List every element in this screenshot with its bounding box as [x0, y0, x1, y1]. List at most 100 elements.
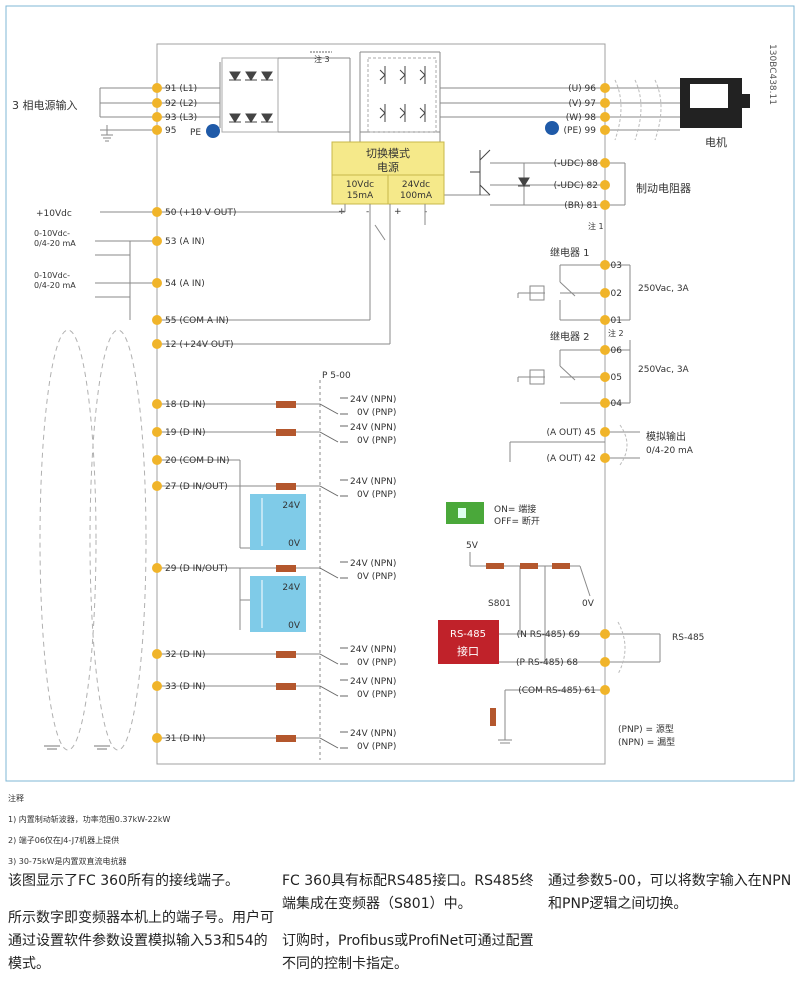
right-terminal-label: 05	[611, 373, 622, 383]
right-terminal-dot	[600, 158, 610, 168]
right-terminal-dot	[600, 427, 610, 437]
right-terminal-dot	[600, 453, 610, 463]
din-switch	[319, 685, 339, 697]
left-terminal-dot	[152, 563, 162, 573]
mains-wiring	[99, 62, 221, 142]
left-terminal-dot	[152, 681, 162, 691]
right-terminal-dot	[600, 345, 610, 355]
right-terminal-dot	[600, 398, 610, 408]
right-terminal-label: 01	[611, 316, 622, 326]
left-terminal-dot	[152, 236, 162, 246]
text-column-1: 该图显示了FC 360所有的接线端子。 所示数字即变频器本机上的端子号。用户可通…	[8, 870, 278, 990]
label-s801: S801	[488, 599, 511, 609]
svg-text:24V: 24V	[282, 501, 300, 511]
din-resistor	[276, 429, 296, 436]
left-terminal-label: 95	[165, 126, 176, 136]
left-terminal-label: 54 (A IN)	[165, 279, 205, 289]
dc-bus	[278, 51, 605, 206]
right-terminal-label: (U) 96	[568, 84, 596, 94]
text-column-3: 通过参数5-00，可以将数字输入在NPN和PNP逻辑之间切换。	[548, 870, 798, 930]
left-terminal-label: 12 (+24V OUT)	[165, 340, 234, 350]
pnp-label: 0V (PNP)	[357, 490, 396, 500]
right-terminal-label: 04	[611, 399, 623, 409]
din-resistor	[276, 401, 296, 408]
pnp-label: 0V (PNP)	[357, 436, 396, 446]
diagram-border	[5, 5, 795, 782]
din-switch	[319, 567, 339, 579]
termination-switch-icon	[446, 502, 484, 524]
left-terminal-label: 92 (L2)	[165, 99, 197, 109]
left-terminal-label: 19 (D IN)	[165, 428, 206, 438]
right-terminal-label: (A OUT) 45	[546, 428, 596, 438]
npn-label: 24V (NPN)	[350, 395, 396, 405]
right-terminal-dot	[600, 112, 610, 122]
right-terminal-label: (-UDC) 88	[554, 159, 599, 169]
right-terminals: (U) 96(V) 97(W) 98(PE) 99(-UDC) 88(-UDC)…	[516, 83, 622, 696]
right-terminal-label: (N RS-485) 69	[517, 630, 581, 640]
signal-wiring	[95, 204, 426, 760]
psu-out1-b: 15mA	[347, 191, 374, 201]
pnp-label: 0V (PNP)	[357, 572, 396, 582]
din-switch	[319, 485, 339, 497]
psu-out2-a: 24Vdc	[402, 180, 430, 190]
legend-pnp: (PNP) = 源型	[618, 724, 674, 735]
svg-text:-: -	[366, 207, 369, 217]
right-terminal-label: 03	[611, 261, 622, 271]
digital-inputs: 24V (NPN) 0V (PNP) 24V (NPN) 0V (PNP) 24V (N…	[276, 395, 396, 752]
inverter-bridge	[367, 57, 437, 133]
rs485-box-line2: 接口	[457, 645, 479, 658]
right-terminal-label: (W) 98	[566, 113, 597, 123]
left-terminal-dot	[152, 455, 162, 465]
npn-label: 24V (NPN)	[350, 677, 396, 687]
right-terminal-dot	[600, 180, 610, 190]
switch-off-label: OFF= 断开	[494, 515, 540, 527]
label-ain1-b: 0/4-20 mA	[34, 239, 76, 248]
left-terminal-label: 33 (D IN)	[165, 682, 206, 692]
npn-label: 24V (NPN)	[350, 645, 396, 655]
din-resistor	[276, 735, 296, 742]
left-terminal-label: 55 (COM A IN)	[165, 316, 229, 326]
body-text: 该图显示了FC 360所有的接线端子。 所示数字即变频器本机上的端子号。用户可通…	[0, 870, 800, 1000]
left-terminal-dot	[152, 481, 162, 491]
label-10vdc: +10Vdc	[36, 209, 72, 219]
svg-text:-: -	[424, 207, 427, 217]
relay2-label: 继电器 2	[550, 330, 590, 343]
left-terminal-dot	[152, 339, 162, 349]
right-terminal-label: 06	[611, 346, 623, 356]
left-terminal-label: 32 (D IN)	[165, 650, 206, 660]
left-terminal-dot	[152, 399, 162, 409]
right-terminal-label: (P RS-485) 68	[516, 658, 578, 668]
notes-heading: 注释	[8, 794, 24, 803]
pnp-label: 0V (PNP)	[357, 408, 396, 418]
right-terminal-dot	[600, 315, 610, 325]
rs485-right-label: RS-485	[672, 633, 704, 643]
brake-label: 制动电阻器	[636, 182, 691, 195]
left-terminal-dot	[152, 125, 162, 135]
pe-input-dot	[206, 124, 220, 138]
din-resistor	[276, 483, 296, 490]
analog-out-label-a: 模拟输出	[646, 430, 686, 443]
rs485-resistors	[486, 563, 570, 726]
relay1-label: 继电器 1	[550, 246, 590, 259]
svg-text:24V: 24V	[282, 583, 300, 593]
mains-label: 3 相电源输入	[12, 98, 78, 112]
right-terminal-label: (COM RS-485) 61	[518, 686, 596, 696]
analog-out-wiring	[509, 424, 640, 466]
din-switch	[319, 653, 339, 665]
din-switch	[319, 431, 339, 443]
left-terminal-label: 91 (L1)	[165, 84, 197, 94]
label-5v: 5V	[466, 541, 479, 551]
cable-shields	[39, 329, 147, 751]
analog-out-label-b: 0/4-20 mA	[646, 446, 694, 456]
legend-npn: (NPN) = 漏型	[618, 736, 675, 748]
svg-text:0V: 0V	[288, 621, 301, 631]
din-resistor	[276, 683, 296, 690]
col3-para1: 通过参数5-00，可以将数字输入在NPN和PNP逻辑之间切换。	[548, 873, 792, 912]
col1-para2: 所示数字即变频器本机上的端子号。用户可通过设置软件参数设置模拟输入53和54的模…	[8, 910, 274, 972]
right-terminal-dot	[600, 657, 610, 667]
motor-icon	[680, 78, 750, 128]
right-terminal-dot	[600, 629, 610, 639]
pnp-label: 0V (PNP)	[357, 742, 396, 752]
